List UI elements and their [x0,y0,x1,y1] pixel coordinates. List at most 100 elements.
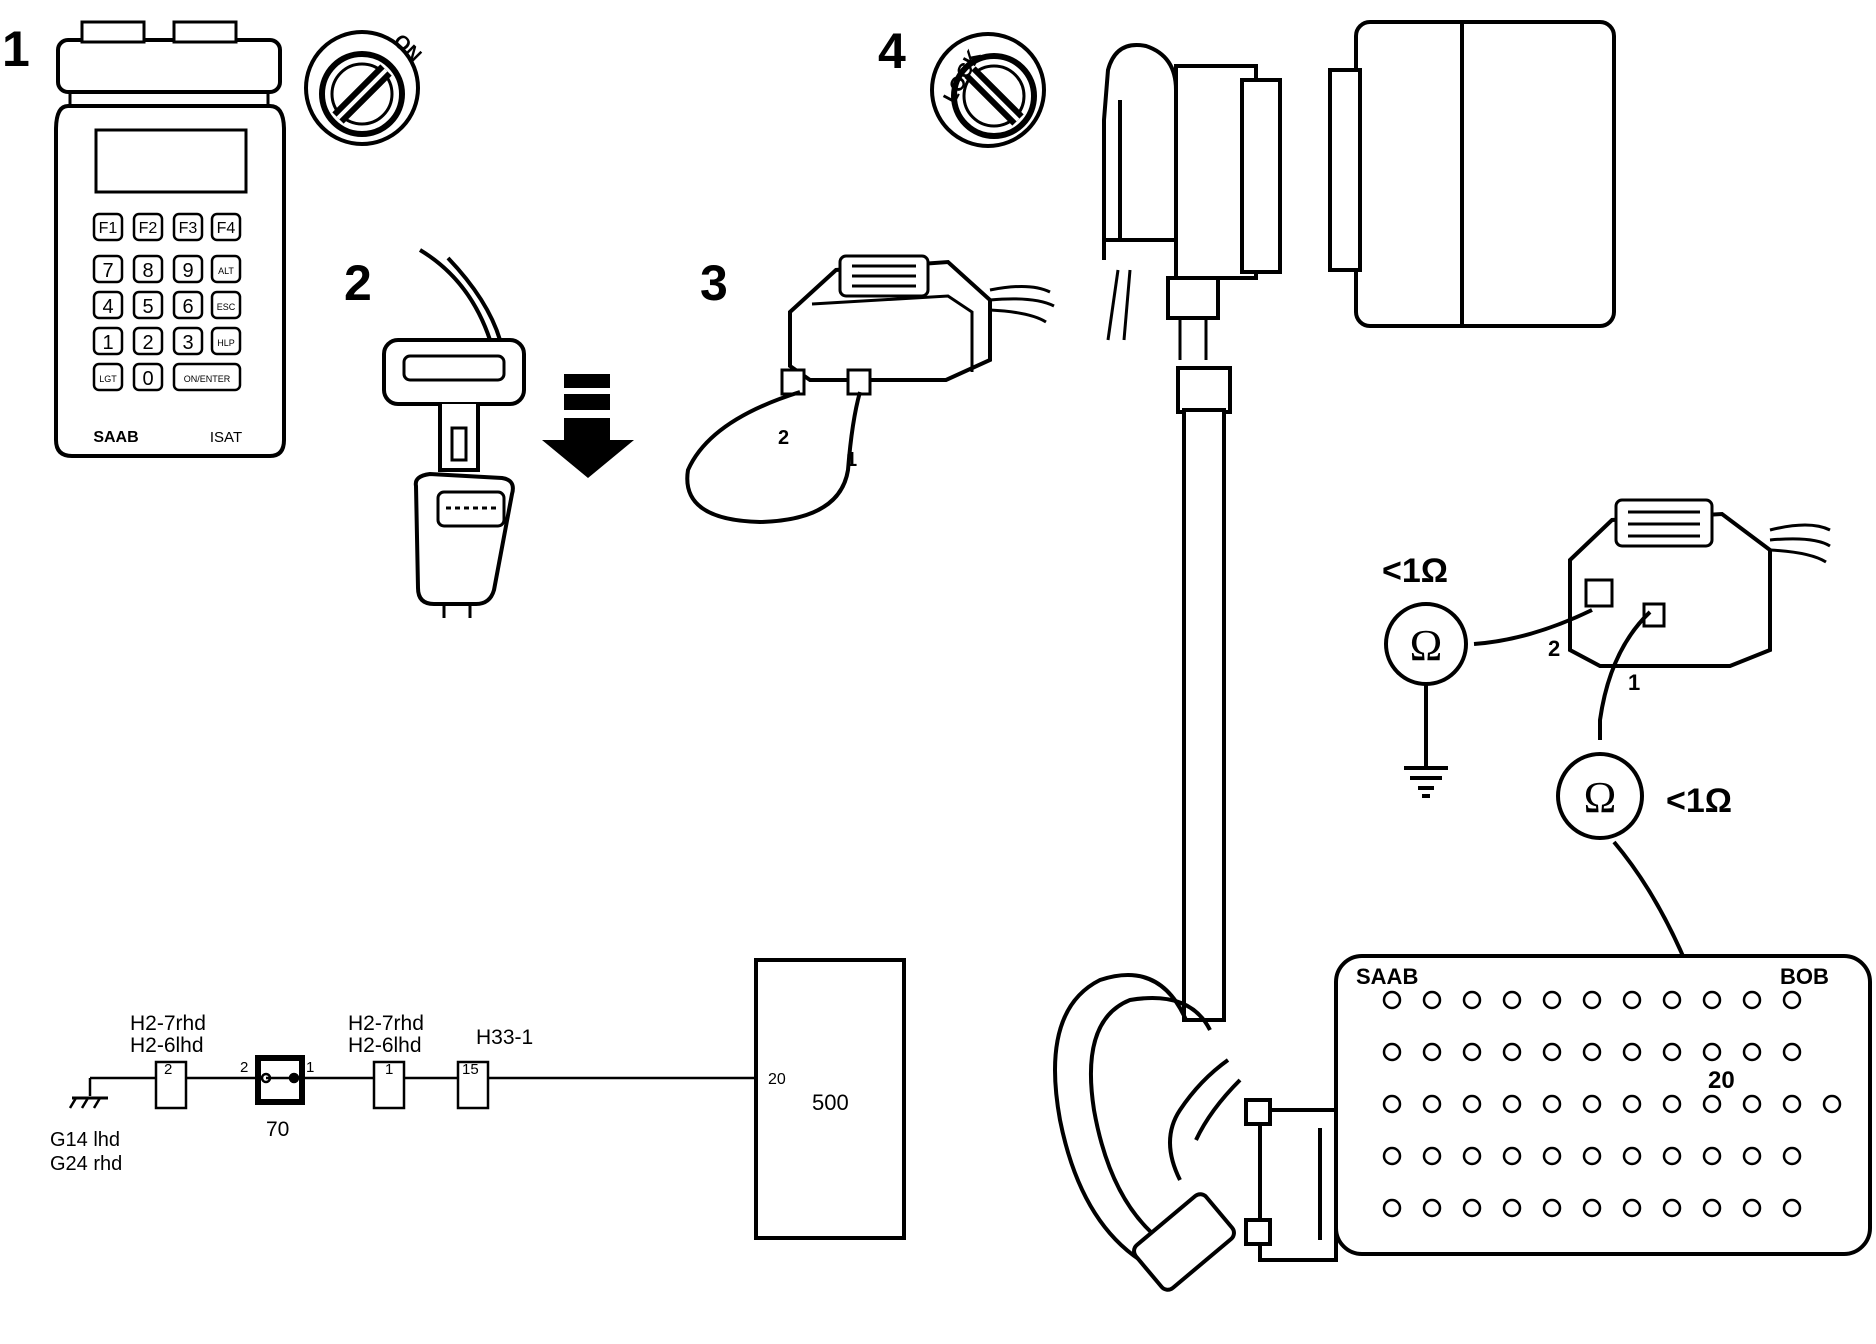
ohmmeter-bob: Ω [1556,752,1644,840]
bob-hole-grid [1382,990,1842,1218]
ecu-label: 500 [812,1090,849,1115]
key-row-2: 7 8 9 ALT [92,254,242,284]
bob-hole [1662,1146,1682,1166]
ignition-lock-icon [930,32,1046,148]
bob-hole [1622,1198,1642,1218]
bob-hole [1502,1146,1522,1166]
bob-hole [1702,1042,1722,1062]
jumper-pin-2: 2 [778,427,789,449]
key-3: 3 [182,332,193,354]
bob-hole [1502,1094,1522,1114]
srs-module [1328,20,1616,328]
adapter-cable-loop [1053,973,1338,1292]
bob-hole [1782,1094,1802,1114]
bob-hole [1462,1146,1482,1166]
key-8: 8 [142,260,153,282]
comp70-pin-right: 1 [306,1059,314,1076]
bob-hole [1462,1198,1482,1218]
connector-with-jumper [685,254,1055,525]
bob-hole [1382,1146,1402,1166]
conn2-label-rhd: H2-7rhd [348,1012,424,1035]
key-6: 6 [182,296,193,318]
bob-hole [1542,1146,1562,1166]
bob-hole [1582,1094,1602,1114]
bob-hole [1742,1042,1762,1062]
conn2-label-lhd: H2-6lhd [348,1034,422,1057]
key-row-3: 4 5 6 ESC [92,290,242,320]
ground-label-rhd: G24 rhd [50,1153,122,1175]
bob-hole [1702,1198,1722,1218]
ohm-symbol-ground: Ω [1410,621,1443,670]
jumper-pin-1: 1 [846,449,857,471]
key-row-5: LGT 0 ON/ENTER [92,362,242,392]
bob-hole [1702,1094,1722,1114]
key-0: 0 [142,368,153,390]
bob-brand: SAAB [1356,964,1418,989]
conn2-pin: 1 [385,1061,393,1078]
key-esc: ESC [217,302,236,312]
key-5: 5 [142,296,153,318]
conn1-label-rhd: H2-7rhd [130,1012,206,1035]
key-9: 9 [182,260,193,282]
bob-hole [1462,1094,1482,1114]
isat-tester [54,20,286,458]
bob-hole [1782,990,1802,1010]
bob-hole [1462,1042,1482,1062]
bob-hole [1542,1094,1562,1114]
key-row-1: F1 F2 F3 F4 [92,212,242,242]
seat-belt-buckle [382,248,634,618]
bob-hole [1382,990,1402,1010]
comp70-pin-left: 2 [240,1059,248,1076]
key-2: 2 [142,332,153,354]
tester-keypad: F1 F2 F3 F4 7 8 9 ALT 4 5 6 ESC [92,212,242,446]
bob-hole [1742,1146,1762,1166]
tester-model: ISAT [210,429,242,446]
bob-hole [1662,1042,1682,1062]
meas-pin-1: 1 [1628,670,1640,695]
bob-hole [1622,990,1642,1010]
key-f2: F2 [139,220,158,237]
comp70-label: 70 [266,1118,289,1141]
bob-hole [1542,1042,1562,1062]
bob-hole [1742,1198,1762,1218]
wiring-schematic [68,958,906,1240]
bob-hole [1422,1146,1442,1166]
key-f4: F4 [217,220,236,237]
ohmmeter-ground: Ω [1384,602,1468,686]
bob-hole [1422,1042,1442,1062]
bob-pin-label: 20 [1708,1067,1735,1094]
bob-hole [1622,1042,1642,1062]
reading-ground: <1Ω [1382,552,1448,590]
bob-hole [1622,1146,1642,1166]
key-f3: F3 [179,220,198,237]
bob-hole [1582,990,1602,1010]
bob-hole [1422,1094,1442,1114]
bob-hole [1382,1094,1402,1114]
tester-brand: SAAB [93,429,138,446]
bob-hole [1422,1198,1442,1218]
conn3-label: H33-1 [476,1026,533,1049]
ohm-symbol-bob: Ω [1584,773,1617,822]
key-row-4: 1 2 3 HLP [92,326,242,356]
bob-hole [1742,1094,1762,1114]
bob-hole [1502,1198,1522,1218]
bob-hole [1702,990,1722,1010]
step-number-1: 1 [2,21,30,77]
key-7: 7 [102,260,113,282]
bob-label: BOB [1780,964,1829,989]
key-on-enter: ON/ENTER [184,374,231,384]
measurement-connector [1568,498,1831,668]
ignition-on-icon [304,30,420,146]
step-number-2: 2 [344,255,372,311]
bob-hole [1742,990,1762,1010]
step-number-3: 3 [700,255,728,311]
bob-hole [1382,1198,1402,1218]
bob-hole [1582,1042,1602,1062]
conn1-label-lhd: H2-6lhd [130,1034,204,1057]
bob-hole [1662,1094,1682,1114]
bob-hole [1502,990,1522,1010]
key-4: 4 [102,296,113,318]
key-f1: F1 [99,220,118,237]
bob-hole [1582,1198,1602,1218]
